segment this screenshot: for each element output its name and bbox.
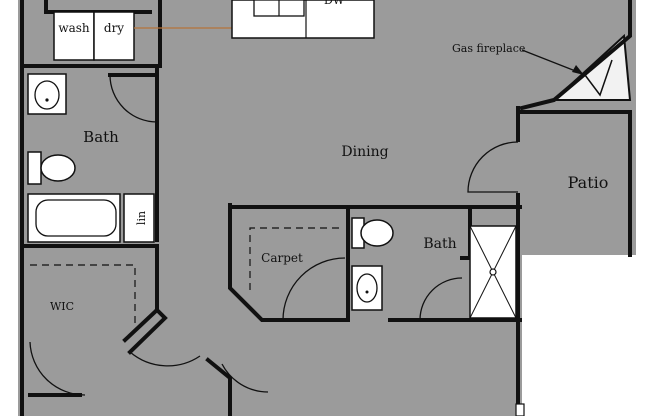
right-bath-door-swing xyxy=(419,277,463,321)
left-bath-toilet xyxy=(27,151,76,185)
dishwasher-label: DW xyxy=(324,0,345,7)
column-post xyxy=(515,403,525,416)
carpet-closet-shelf xyxy=(249,227,342,290)
carpet-door-swing xyxy=(282,257,346,321)
fireplace-wall xyxy=(519,16,632,111)
patio-label: Patio xyxy=(568,173,609,192)
hall-angled-wall xyxy=(127,307,168,355)
right-bath-toilet xyxy=(351,217,394,249)
wic-door-swing xyxy=(29,341,86,396)
gas-fireplace-label: Gas fireplace xyxy=(452,42,525,55)
washer-label: wash xyxy=(58,21,90,35)
right-bath-label: Bath xyxy=(423,236,456,252)
fireplace-logs xyxy=(584,59,613,97)
wic-shelf xyxy=(30,264,136,325)
carpet-label: Carpet xyxy=(261,251,303,265)
right-bath-sink xyxy=(351,265,383,311)
dryer-label: dry xyxy=(104,21,124,35)
carpet-closet-wall xyxy=(228,203,350,322)
left-bath-door-swing xyxy=(109,74,158,123)
hall-door-swing-1 xyxy=(129,351,201,367)
linen-label: lin xyxy=(135,211,148,225)
left-bath-sink xyxy=(27,73,67,115)
patio-door-swing xyxy=(467,141,519,193)
wic-label: WIC xyxy=(50,300,74,313)
washer: wash xyxy=(53,11,95,61)
hall-door-swing-2 xyxy=(221,363,269,393)
left-bath-label: Bath xyxy=(83,128,119,146)
kitchen-island: DW xyxy=(231,0,375,39)
shower xyxy=(469,225,517,319)
fireplace-leader-line xyxy=(521,49,579,73)
dryer: dry xyxy=(93,11,135,61)
bathtub xyxy=(27,193,121,243)
fireplace-leader-arrow xyxy=(572,65,584,75)
linen-closet: lin xyxy=(123,193,155,243)
lower-angled-wall xyxy=(205,357,232,416)
laundry-wall-bottom xyxy=(20,0,162,68)
dining-label: Dining xyxy=(341,144,388,160)
